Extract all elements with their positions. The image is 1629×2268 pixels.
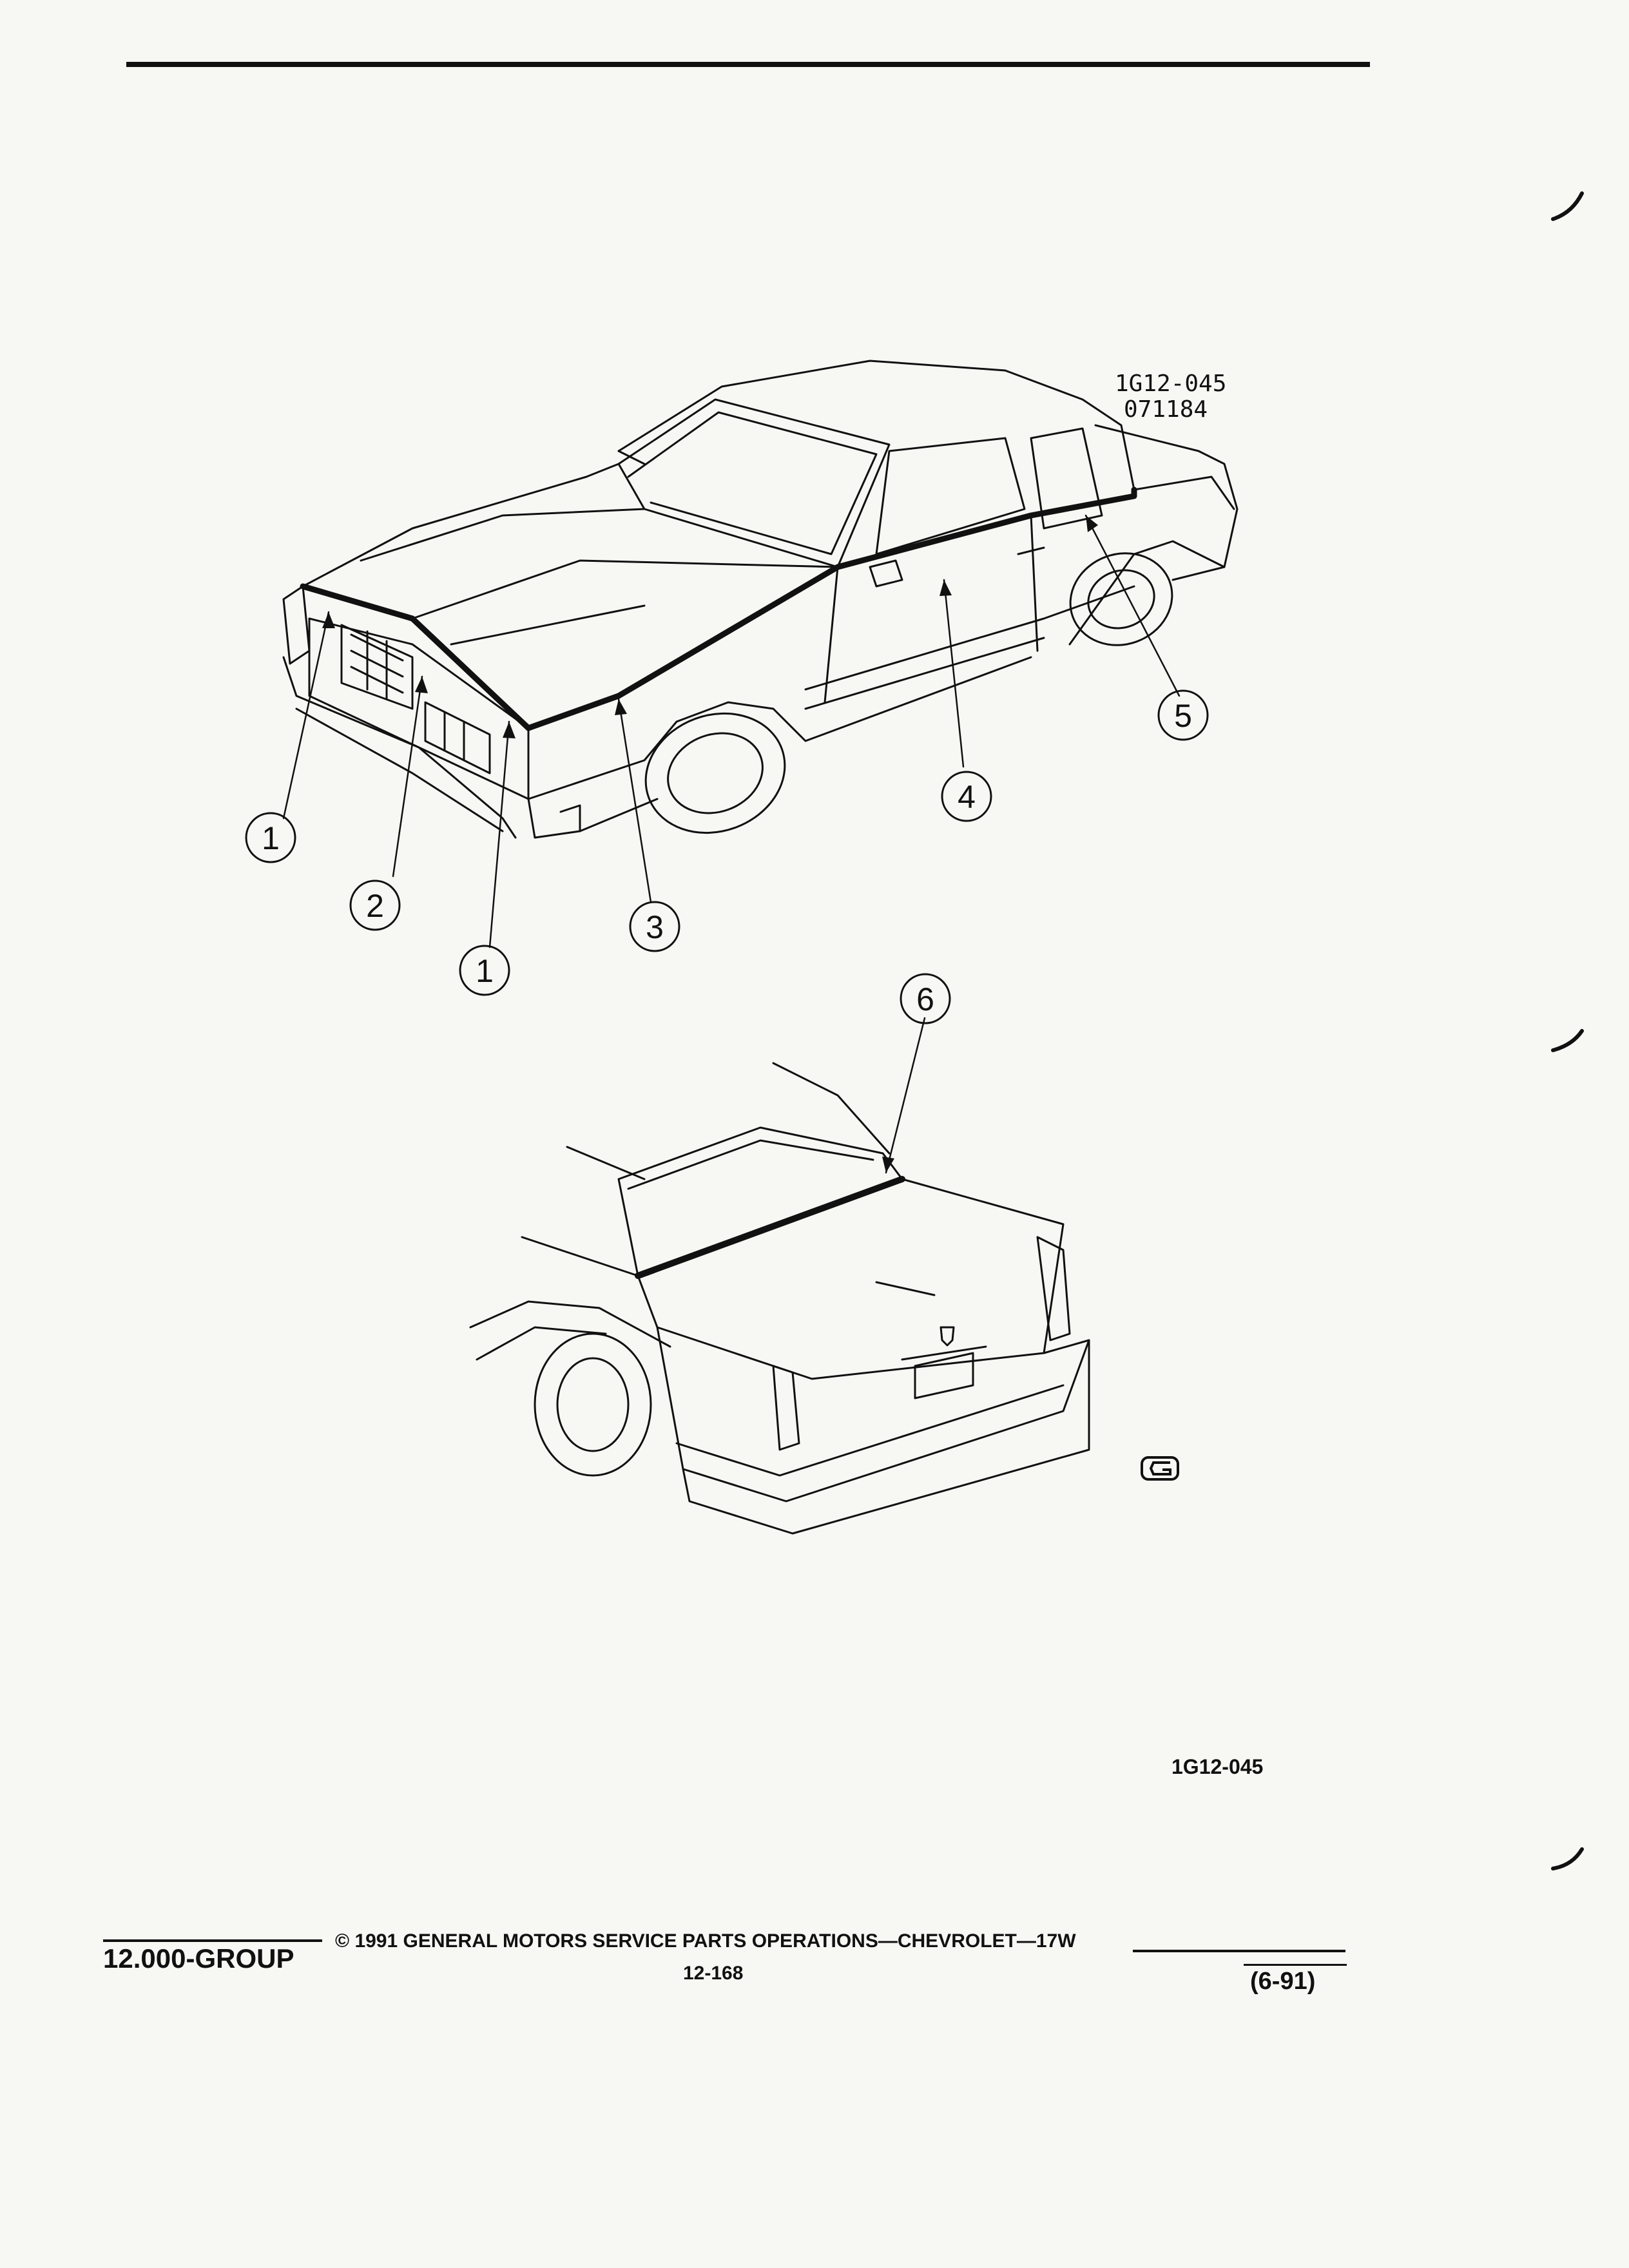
figure-code-top: 1G12-045 xyxy=(1115,370,1227,397)
svg-text:4: 4 xyxy=(958,779,976,815)
footer-rule-right xyxy=(1133,1950,1345,1952)
figure-code-bottom: 1G12-045 xyxy=(1171,1755,1264,1778)
footer-copyright: © 1991 GENERAL MOTORS SERVICE PARTS OPER… xyxy=(335,1930,1076,1952)
svg-text:1: 1 xyxy=(262,820,280,856)
footer-date: (6-91) xyxy=(1250,1968,1316,1995)
svg-text:1: 1 xyxy=(476,953,494,989)
footer-page-number: 12-168 xyxy=(683,1963,744,1984)
binder-marks xyxy=(1551,191,1584,1870)
footer-rule-left xyxy=(103,1939,322,1942)
callout-4: 4 xyxy=(941,771,992,822)
callout-3: 3 xyxy=(629,901,680,952)
svg-text:5: 5 xyxy=(1174,698,1192,734)
callout-6: 6 xyxy=(900,973,951,1024)
footer-rule-right-lower xyxy=(1244,1964,1347,1966)
footer-group: 12.000-GROUP xyxy=(103,1943,294,1974)
car-rear-view xyxy=(469,1062,1090,1535)
weatherstrip-rear xyxy=(635,1176,905,1279)
svg-text:3: 3 xyxy=(646,909,664,945)
callout-5: 5 xyxy=(1157,689,1209,741)
svg-text:6: 6 xyxy=(916,981,934,1017)
callout-1a: 1 xyxy=(245,812,296,863)
svg-text:2: 2 xyxy=(366,888,384,924)
figure-date-top: 071184 xyxy=(1124,396,1208,423)
callout-2: 2 xyxy=(349,879,401,931)
callout-1b: 1 xyxy=(459,945,510,996)
leader-lines xyxy=(282,514,1181,1174)
gm-logo-icon xyxy=(1141,1456,1179,1481)
weatherstrip-front xyxy=(300,486,1137,731)
car-front-view xyxy=(282,360,1239,839)
top-rule xyxy=(126,62,1370,67)
